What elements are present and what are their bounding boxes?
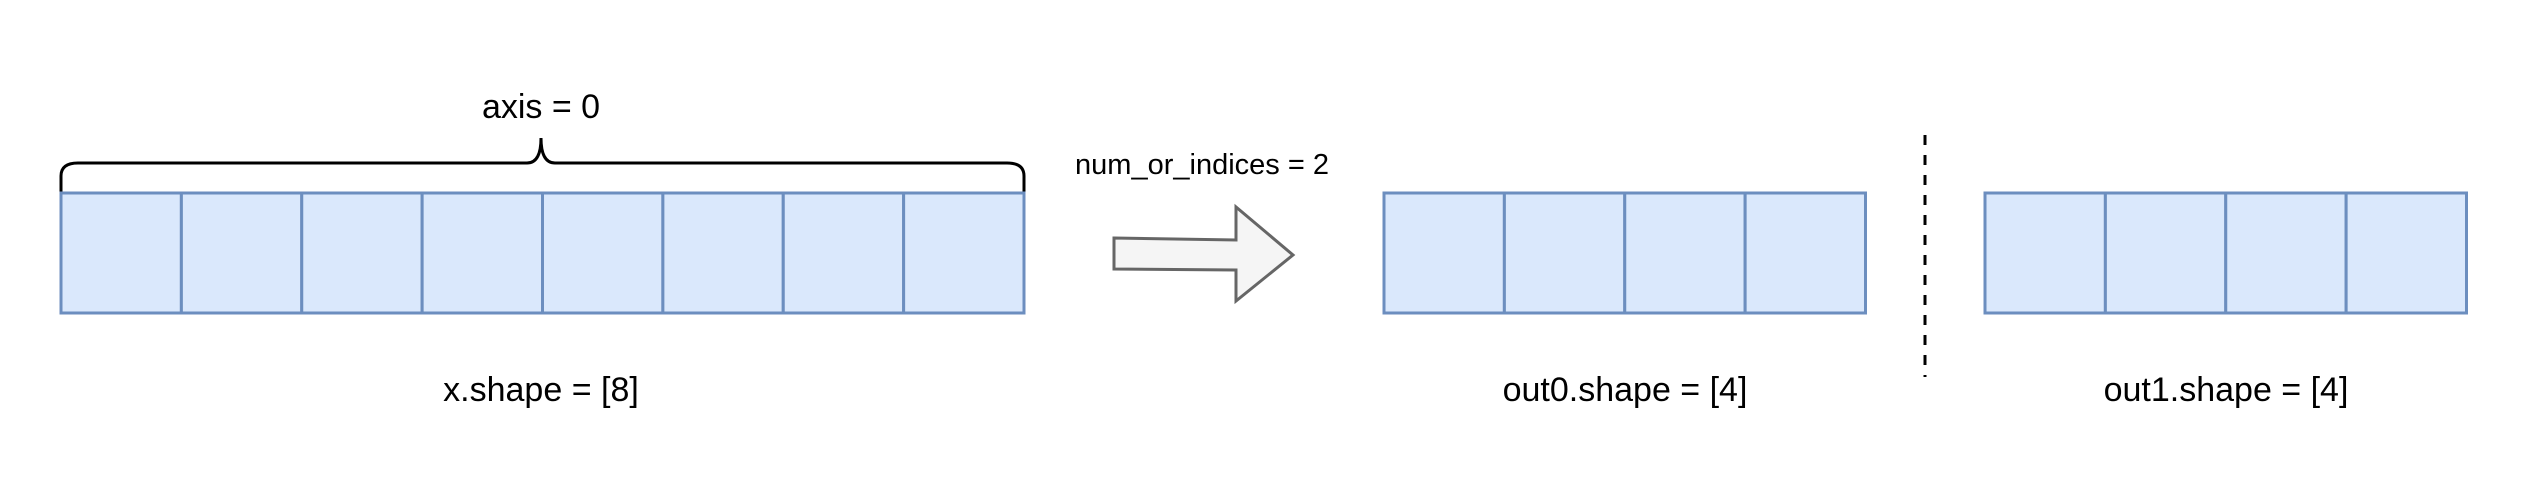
axis-label: axis = 0 (482, 88, 600, 126)
x-cell (661, 191, 785, 315)
out0-shape-label: out0.shape = [4] (1503, 371, 1748, 409)
out1-cell (1983, 191, 2107, 315)
out1-cell (2344, 191, 2468, 315)
out0-cell (1623, 191, 1747, 315)
out0-array (1382, 191, 1867, 315)
x-cell (420, 191, 544, 315)
out1-cell (2103, 191, 2228, 315)
x-cell (59, 191, 183, 315)
out0-cell (1382, 191, 1506, 315)
x-cell (541, 191, 665, 315)
x-cell (300, 191, 424, 315)
out0-cell (1743, 191, 1867, 315)
x-shape-label: x.shape = [8] (443, 371, 639, 409)
x-cell (902, 191, 1026, 315)
out1-cell (2224, 191, 2348, 315)
out1-array (1983, 191, 2468, 315)
axis-brace (59, 137, 1026, 193)
out1-shape-label: out1.shape = [4] (2104, 371, 2349, 409)
out0-cell (1502, 191, 1627, 315)
x-array (59, 191, 1026, 315)
x-cell (179, 191, 304, 315)
x-cell (781, 191, 906, 315)
split-arrow-icon (1112, 203, 1296, 305)
num-or-indices-label: num_or_indices = 2 (1075, 149, 1329, 181)
